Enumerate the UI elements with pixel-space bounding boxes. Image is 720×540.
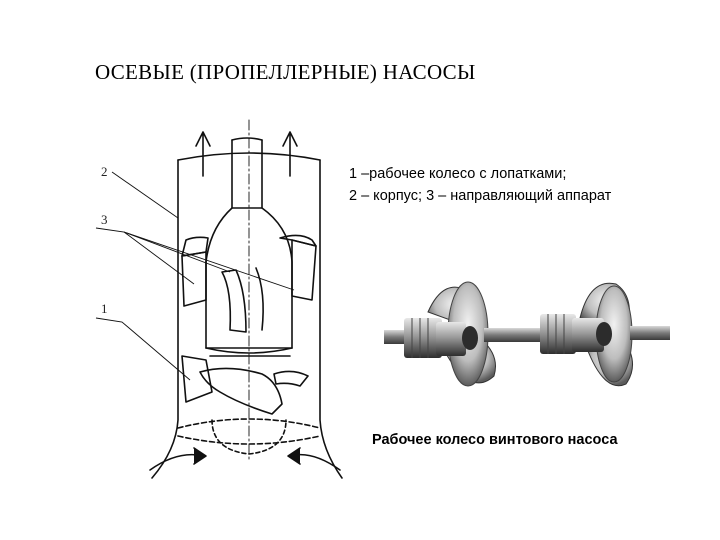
impeller-hub: [205, 207, 293, 349]
leader-line-3b: [123, 231, 231, 273]
guide-vane-center: [221, 269, 247, 333]
casing-right-wall: [319, 159, 343, 479]
inlet-ellipse: [177, 418, 321, 429]
callout-number-2: 2: [101, 164, 108, 179]
callout-number-1: 1: [101, 301, 108, 316]
photo-caption: Рабочее колесо винтового насоса: [372, 432, 618, 448]
outlet-arrow-right: [282, 131, 298, 177]
outlet-arrow-left: [195, 131, 211, 177]
legend: 1 –рабочее колесо с лопатками; 2 – корпу…: [349, 163, 709, 207]
leader-line-3c: [123, 231, 295, 291]
callout-number-3: 3: [101, 212, 108, 227]
casing-top-rim: [177, 152, 321, 161]
impeller-blade-front: [199, 367, 283, 415]
leader-line-1: [95, 317, 191, 381]
casing-left-wall: [151, 159, 179, 479]
page-title: ОСЕВЫЕ (ПРОПЕЛЛЕРНЫЕ) НАСОСЫ: [95, 60, 476, 84]
leader-line-2: [111, 171, 179, 219]
impeller-right: [524, 282, 670, 387]
shaft: [231, 139, 263, 209]
legend-line-1: 1 –рабочее колесо с лопатками;: [349, 166, 567, 182]
legend-line-2: 2 – корпус; 3 – направляющий аппарат: [349, 188, 612, 204]
impeller-blade-left: [181, 355, 213, 403]
impeller-blade-right: [273, 370, 309, 387]
impeller-left: [384, 281, 530, 387]
